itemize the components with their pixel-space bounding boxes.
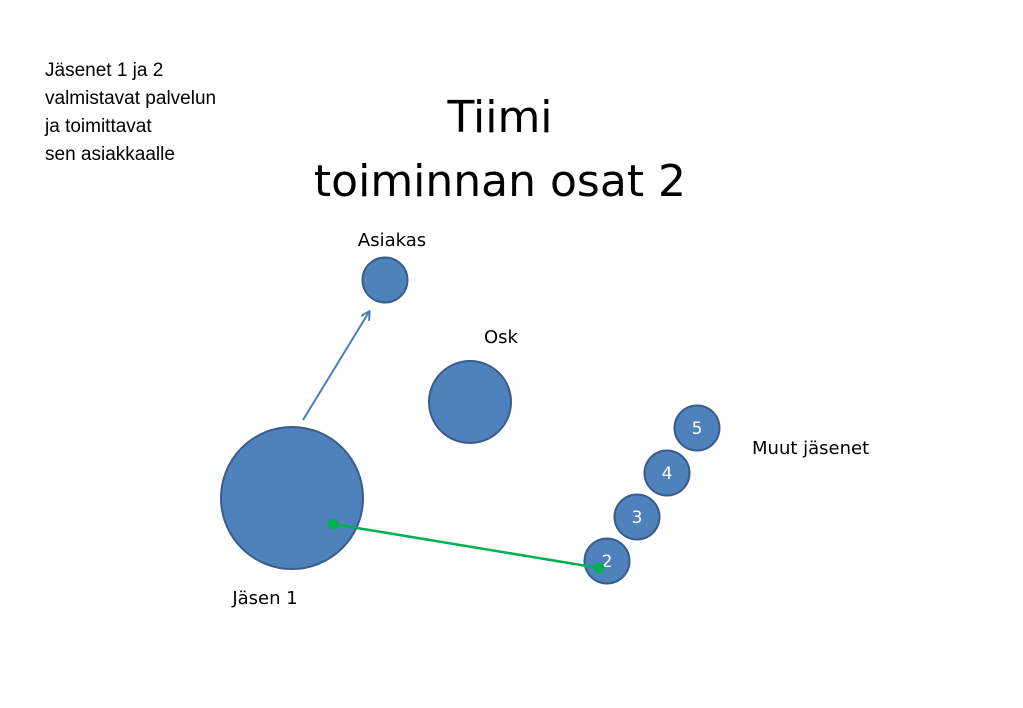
- description-line: ja toimittavat: [45, 116, 152, 137]
- member-number: 5: [692, 419, 703, 439]
- jasen1-node: [220, 426, 364, 570]
- osk-label: Osk: [484, 327, 519, 348]
- member-node-4: [643, 449, 691, 497]
- description-line: Jäsenet 1 ja 2: [45, 60, 164, 81]
- member-node-3: [613, 493, 661, 541]
- asiakas-label: Asiakas: [358, 230, 426, 251]
- description-line: valmistavat palvelun: [45, 88, 217, 109]
- member-number: 3: [632, 508, 643, 528]
- delivery-arrow: [302, 312, 369, 421]
- connector-endpoint: [327, 518, 339, 530]
- member-number: 4: [662, 464, 673, 484]
- asiakas-node: [361, 256, 409, 304]
- member-node-5: [673, 404, 721, 452]
- title-line-1: Tiimi: [447, 92, 553, 143]
- member-number: 2: [602, 552, 613, 572]
- cooperation-connector: [332, 522, 600, 570]
- connector-endpoint: [593, 562, 605, 574]
- description-text: Jäsenet 1 ja 2 valmistavat palvelun ja t…: [45, 57, 285, 169]
- other-members-label: Muut jäsenet: [752, 438, 869, 459]
- osk-node: [428, 360, 512, 444]
- description-line: sen asiakkaalle: [45, 144, 175, 165]
- title-line-2: toiminnan osat 2: [313, 156, 687, 207]
- slide-title: Tiimi toiminnan osat 2: [200, 86, 800, 214]
- jasen1-label: Jäsen 1: [231, 588, 297, 609]
